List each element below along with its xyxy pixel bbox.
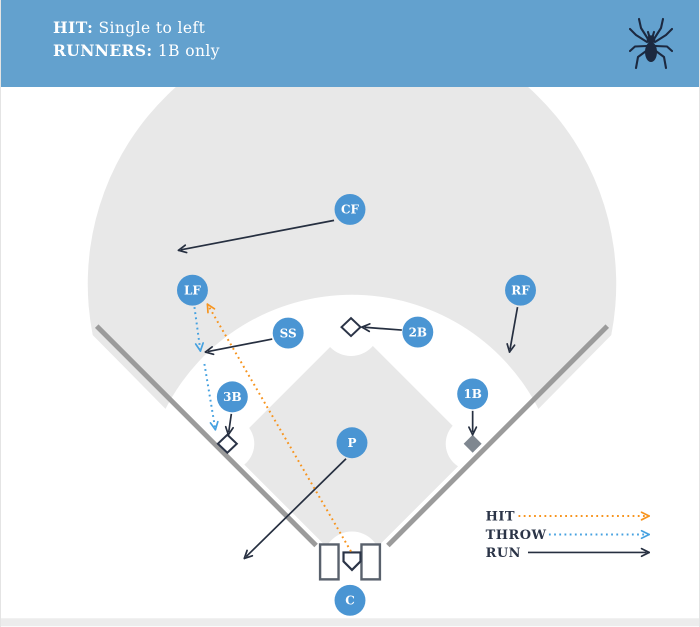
- player-label-ss: SS: [280, 326, 297, 340]
- player-marker-2b: 2B: [402, 316, 434, 348]
- first-base: [463, 434, 482, 453]
- run-arrow-shortstop-goes-to-cutoff: [204, 338, 273, 356]
- player-marker-p: P: [336, 427, 368, 459]
- player-label-2b: 2B: [409, 325, 427, 339]
- run-arrow-third-baseman-covers-third: [224, 413, 234, 436]
- player-label-lf: LF: [184, 283, 201, 297]
- third-base: [216, 433, 239, 455]
- runners-value: 1B only: [152, 41, 220, 60]
- run-arrow-center-fielder-backs-up-left: [177, 219, 335, 254]
- home-plate: [342, 551, 362, 572]
- runners-label: RUNNERS:: [53, 40, 153, 60]
- spider-logo-icon: [629, 17, 673, 70]
- player-markers: CF LF RF SS 2B 3B 1B P C: [176, 193, 536, 616]
- legend-row-run: RUN: [486, 546, 650, 561]
- field-area: CF LF RF SS 2B 3B 1B P C HIT THROW RUN: [1, 19, 699, 627]
- hit-label: HIT:: [53, 18, 94, 37]
- runners-description-line: RUNNERS: 1B only: [53, 40, 699, 63]
- player-marker-cf: CF: [334, 193, 366, 225]
- hit-value: Single to left: [93, 19, 206, 37]
- legend: HIT THROW RUN: [486, 510, 650, 561]
- player-marker-ss: SS: [272, 317, 304, 349]
- run-arrow-first-baseman-covers-first: [468, 410, 478, 436]
- legend-label-run: RUN: [486, 546, 521, 561]
- run-arrow-pitcher-backs-up: [243, 458, 347, 560]
- player-marker-rf: RF: [505, 274, 536, 306]
- player-marker-lf: LF: [176, 274, 208, 306]
- foul-line-right: [386, 324, 610, 548]
- footer-strip: [1, 618, 699, 627]
- legend-arrow-run: [527, 547, 650, 558]
- foul-line-left: [94, 324, 318, 548]
- player-label-p: P: [347, 436, 356, 450]
- foul-lines: [94, 324, 610, 548]
- player-label-rf: RF: [511, 283, 530, 297]
- player-label-3b: 3B: [223, 390, 241, 404]
- bases: [216, 316, 482, 581]
- throw-arrow-left-fielder-throw-to-cutoff: [193, 307, 204, 352]
- player-label-cf: CF: [341, 203, 360, 217]
- batter-box-right: [360, 543, 382, 581]
- run-arrow-second-baseman-covers-second: [361, 323, 402, 333]
- batter-box-left: [318, 543, 340, 581]
- player-marker-c: C: [334, 584, 366, 616]
- player-marker-1b: 1B: [457, 378, 489, 410]
- movement-arrows: [177, 219, 519, 560]
- legend-arrow-throw: [548, 529, 650, 540]
- legend-row-throw: THROW: [486, 528, 650, 543]
- header-banner: HIT: Single to left RUNNERS: 1B only: [1, 0, 699, 87]
- run-arrow-right-fielder-moves-in: [506, 306, 519, 353]
- throw-arrow-relay-throw-to-third: [203, 363, 219, 431]
- legend-label-throw: THROW: [486, 528, 547, 543]
- hit-description-line: HIT: Single to left: [53, 17, 699, 40]
- legend-arrow-hit: [518, 511, 650, 521]
- legend-row-hit: HIT: [486, 510, 650, 525]
- hit-arrow-single-to-left-field: [206, 303, 352, 552]
- player-label-1b: 1B: [463, 387, 481, 401]
- legend-label-hit: HIT: [486, 510, 515, 525]
- player-marker-3b: 3B: [216, 381, 248, 413]
- field-diagram: CF LF RF SS 2B 3B 1B P C HIT THROW RUN: [1, 19, 699, 627]
- second-base: [340, 316, 362, 338]
- player-label-c: C: [345, 594, 355, 608]
